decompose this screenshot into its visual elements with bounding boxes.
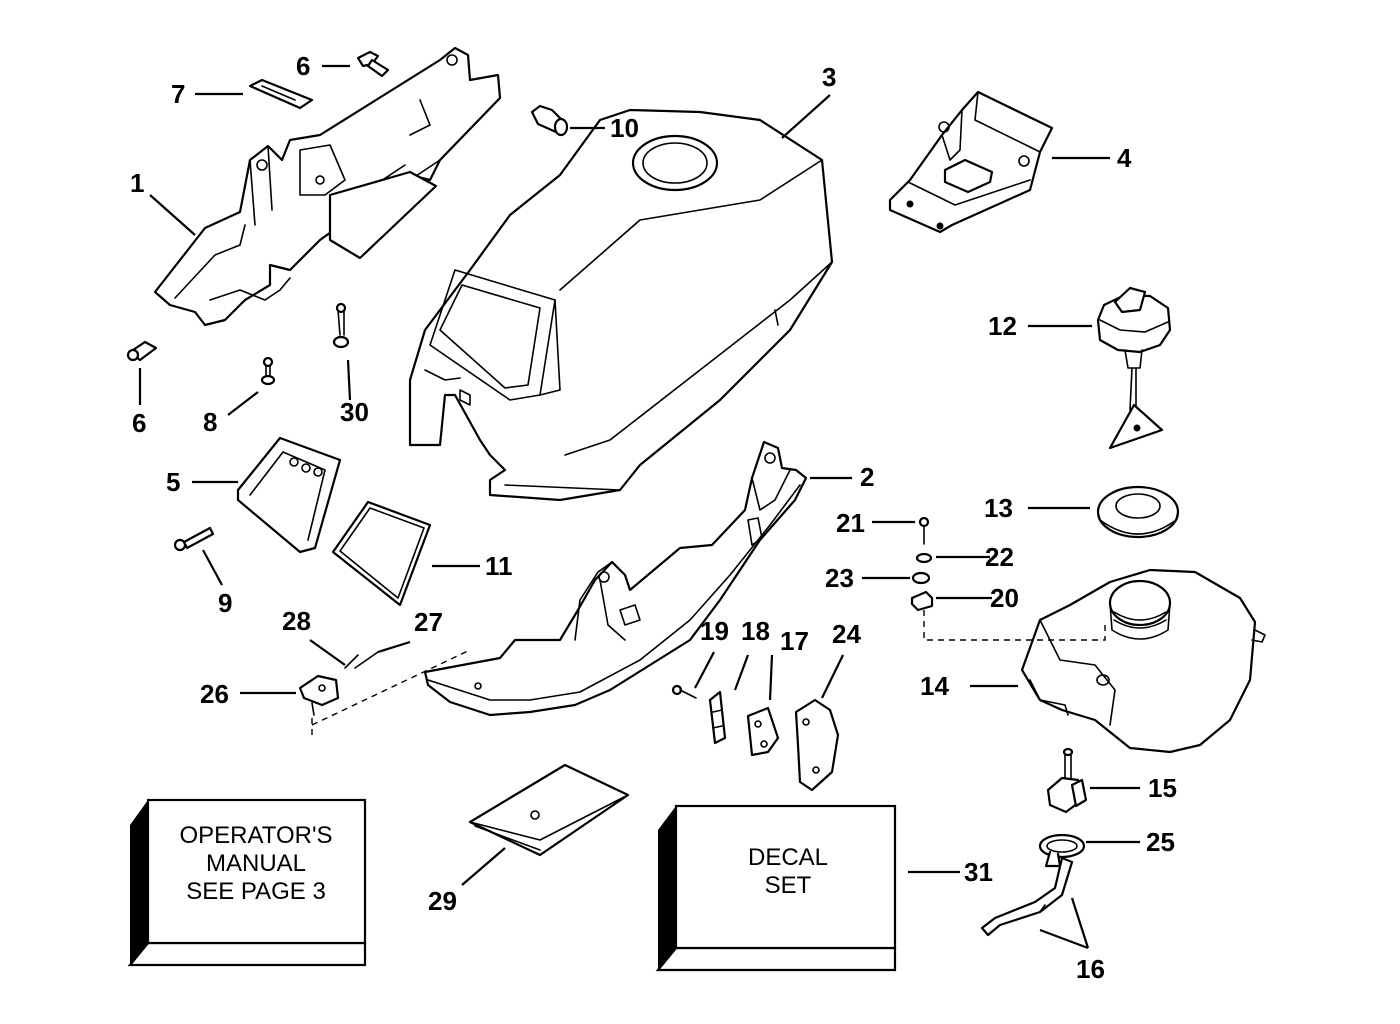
part-5-bracket	[236, 436, 342, 554]
part-8-screw	[260, 356, 276, 386]
callout-28: 28	[282, 606, 311, 636]
part-2-front-cover	[423, 440, 808, 717]
callout-24: 24	[832, 619, 861, 649]
part-10-bushing	[530, 104, 569, 137]
part-17-block	[746, 706, 780, 757]
callout-26: 26	[200, 679, 229, 709]
part-27-pin	[354, 651, 379, 669]
callout-14: 14	[920, 671, 949, 701]
part-19-screw	[671, 684, 697, 699]
callout-19: 19	[700, 616, 729, 646]
callout-15: 15	[1148, 773, 1177, 803]
callout-1: 1	[130, 168, 144, 198]
decal-line-1: DECAL	[748, 844, 828, 871]
part-1-rear-cover	[153, 46, 502, 327]
callout-25: 25	[1146, 827, 1175, 857]
callout-31: 31	[964, 857, 993, 887]
part-13-gasket	[1096, 485, 1180, 539]
part-4-bracket	[888, 90, 1054, 234]
part-6-screw-top	[356, 50, 390, 78]
callout-29: 29	[428, 886, 457, 916]
callout-16: 16	[1076, 954, 1105, 984]
callout-8: 8	[203, 407, 217, 437]
callout-10: 10	[610, 113, 639, 143]
part-16-hose	[980, 856, 1074, 937]
part-24-pad	[794, 698, 840, 792]
callout-18: 18	[741, 616, 770, 646]
decal-line-2: SET	[765, 872, 812, 899]
callout-6-left: 6	[132, 408, 146, 438]
callout-4: 4	[1117, 143, 1132, 173]
part-11-seal	[331, 500, 432, 607]
callout-30: 30	[340, 397, 369, 427]
callout-20: 20	[990, 583, 1019, 613]
callout-5: 5	[166, 467, 180, 497]
decal-set-box: DECAL SET	[655, 804, 897, 972]
parts-20-23-fastener-stack	[910, 516, 934, 612]
operators-manual-box: OPERATOR'S MANUAL SEE PAGE 3	[127, 798, 367, 967]
part-9-screw	[173, 526, 215, 552]
callout-17: 17	[780, 626, 809, 656]
part-25-clamp	[1038, 833, 1086, 868]
callout-11: 11	[485, 551, 513, 581]
part-7-plate	[248, 78, 314, 110]
part-18-clip	[708, 690, 727, 745]
leader-lines	[138, 64, 1140, 950]
callout-13: 13	[984, 493, 1013, 523]
callout-6-top: 6	[296, 51, 310, 81]
part-3-motor-hood	[408, 108, 834, 502]
callout-2: 2	[860, 462, 874, 492]
part-28-pin	[344, 654, 359, 669]
callout-3: 3	[822, 62, 836, 92]
part-30-bolt	[332, 302, 350, 349]
part-26-clip	[298, 674, 340, 716]
callout-labels: 1 2 3 4 5 6 6 7 8 9 10 11 12 13 14 15 16…	[130, 51, 1177, 984]
part-29-envelope	[468, 763, 630, 857]
manual-line-2: MANUAL	[206, 850, 306, 877]
callout-23: 23	[825, 563, 854, 593]
alignment-lines	[311, 610, 1106, 735]
callout-12: 12	[988, 311, 1017, 341]
callout-21: 21	[836, 508, 865, 538]
manual-line-3: SEE PAGE 3	[186, 878, 326, 905]
callout-22: 22	[985, 542, 1014, 572]
part-14-fuel-tank	[1020, 568, 1266, 754]
part-12-fuel-cap	[1096, 286, 1172, 450]
part-15-fuel-valve	[1046, 747, 1088, 814]
part-6-screw-left	[126, 340, 158, 362]
callout-9: 9	[218, 588, 232, 618]
manual-line-1: OPERATOR'S	[179, 822, 332, 849]
callout-7: 7	[171, 79, 185, 109]
callout-27: 27	[414, 607, 443, 637]
